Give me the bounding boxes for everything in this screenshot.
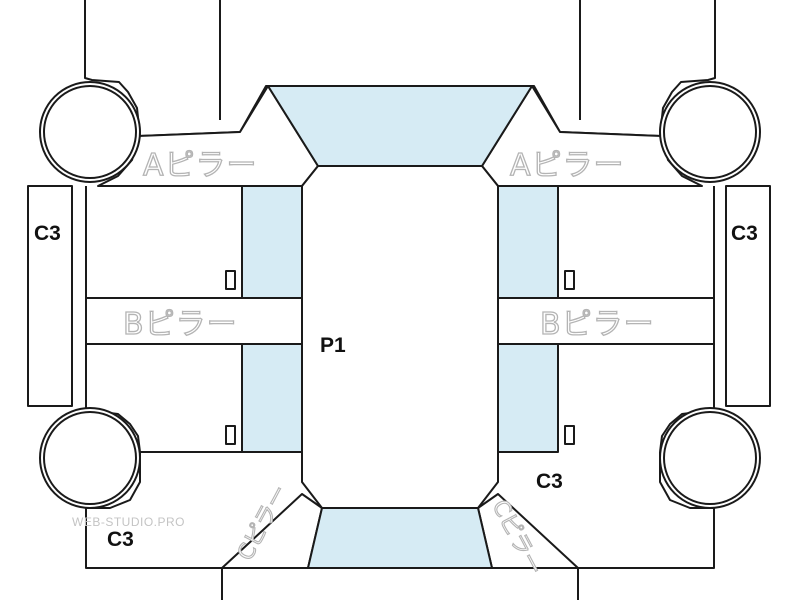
side-window-rear-right — [497, 343, 559, 453]
a-pillar-right-label: Aピラー — [510, 148, 625, 183]
c3-label-rear-right: C3 — [536, 470, 563, 493]
c3-label-rear-left: C3 — [107, 528, 134, 551]
c3-label-left-strip: C3 — [34, 222, 61, 245]
a-pillar-left-label: Aピラー — [143, 148, 258, 183]
door-handle-rear-left — [225, 425, 236, 445]
door-handle-front-left — [225, 270, 236, 290]
side-window-front-left — [241, 185, 303, 299]
b-pillar-left-label: Bピラー — [123, 307, 238, 342]
p1-label: P1 — [320, 334, 346, 357]
side-window-front-right — [497, 185, 559, 299]
door-handle-front-right — [564, 270, 575, 290]
c3-strip-right — [725, 185, 771, 407]
watermark: WEB-STUDIO.PRO — [72, 515, 185, 529]
wheel-rear-right — [659, 407, 761, 509]
wheel-front-left — [39, 81, 141, 183]
side-window-rear-left — [241, 343, 303, 453]
wheel-front-right — [659, 81, 761, 183]
door-handle-rear-right — [564, 425, 575, 445]
wheel-rear-left — [39, 407, 141, 509]
rear-window — [307, 507, 493, 569]
b-pillar-right-label: Bピラー — [540, 307, 655, 342]
roof-panel-p1 — [301, 165, 499, 509]
c3-label-right-strip: C3 — [731, 222, 758, 245]
c3-strip-left — [27, 185, 73, 407]
